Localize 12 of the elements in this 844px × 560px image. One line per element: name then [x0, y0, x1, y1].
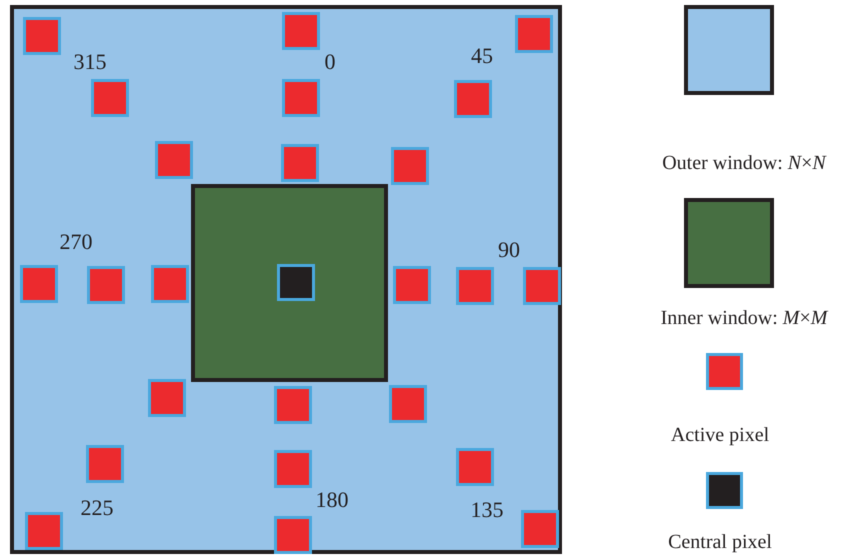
- legend-label: Inner window: M×M: [660, 306, 828, 330]
- angle-label: 90: [498, 238, 520, 262]
- legend-label: Central pixel: [668, 530, 772, 554]
- angle-label: 45: [471, 44, 493, 68]
- legend-label: Outer window: N×N: [662, 151, 826, 175]
- angle-label: 180: [316, 488, 348, 512]
- angle-label: 135: [470, 498, 504, 522]
- legend-label: Active pixel: [670, 423, 770, 447]
- angle-label: 270: [60, 230, 92, 254]
- angle-label: 0: [324, 50, 336, 74]
- angle-label: 225: [80, 496, 114, 520]
- angle-label: 315: [74, 50, 106, 74]
